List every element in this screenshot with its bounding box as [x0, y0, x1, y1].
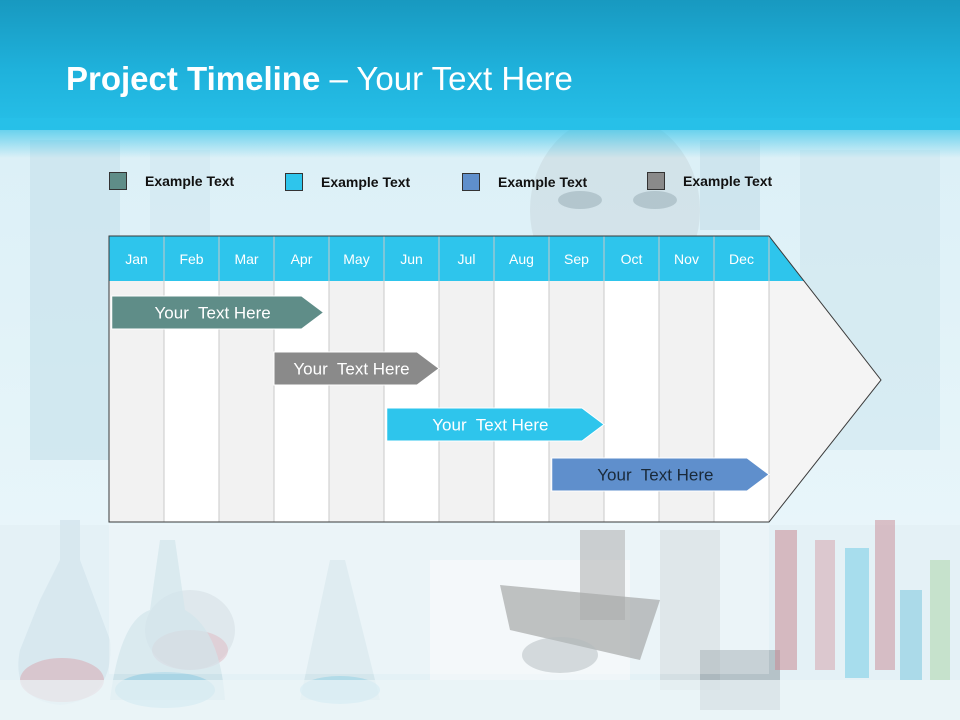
month-label: Jan — [125, 251, 148, 267]
month-label: Nov — [674, 251, 699, 267]
month-column — [329, 281, 384, 522]
task-label: Your Text Here — [597, 466, 713, 485]
title-banner — [0, 0, 960, 130]
task-label: Your Text Here — [432, 416, 548, 435]
timeline-header — [109, 236, 804, 281]
month-column — [439, 281, 494, 522]
legend-item: Example Text — [285, 171, 410, 193]
month-label: Sep — [564, 251, 589, 267]
month-label: Jun — [400, 251, 423, 267]
task-label: Your Text Here — [155, 304, 271, 323]
page-title: Project Timeline – Your Text Here — [66, 60, 573, 98]
legend-swatch — [647, 172, 665, 190]
month-label: Mar — [234, 251, 258, 267]
banner-fade — [0, 118, 960, 158]
legend-swatch — [462, 173, 480, 191]
title-rest: – Your Text Here — [320, 60, 573, 97]
legend-swatch — [109, 172, 127, 190]
timeline-reflection — [109, 524, 769, 674]
month-column — [494, 281, 549, 522]
month-label: Jul — [458, 251, 476, 267]
task-bar — [111, 295, 325, 330]
task-bar — [273, 351, 440, 386]
month-label: May — [343, 251, 369, 267]
legend-item: Example Text — [647, 170, 772, 192]
legend-item: Example Text — [462, 171, 587, 193]
title-bold: Project Timeline — [66, 60, 321, 97]
task-label: Your Text Here — [293, 360, 409, 379]
month-label: Apr — [291, 251, 313, 267]
month-column — [384, 281, 439, 522]
task-bar — [386, 407, 605, 442]
month-label: Dec — [729, 251, 754, 267]
month-label: Oct — [621, 251, 643, 267]
month-label: Aug — [509, 251, 534, 267]
legend-swatch — [285, 173, 303, 191]
legend-label: Example Text — [683, 173, 773, 189]
legend-label: Example Text — [145, 173, 235, 189]
task-bar — [551, 457, 770, 492]
timeline-arrow-outline — [108, 235, 882, 523]
month-label: Feb — [179, 251, 203, 267]
legend-item: Example Text — [109, 170, 234, 192]
legend-label: Example Text — [498, 174, 588, 190]
legend-label: Example Text — [321, 174, 411, 190]
